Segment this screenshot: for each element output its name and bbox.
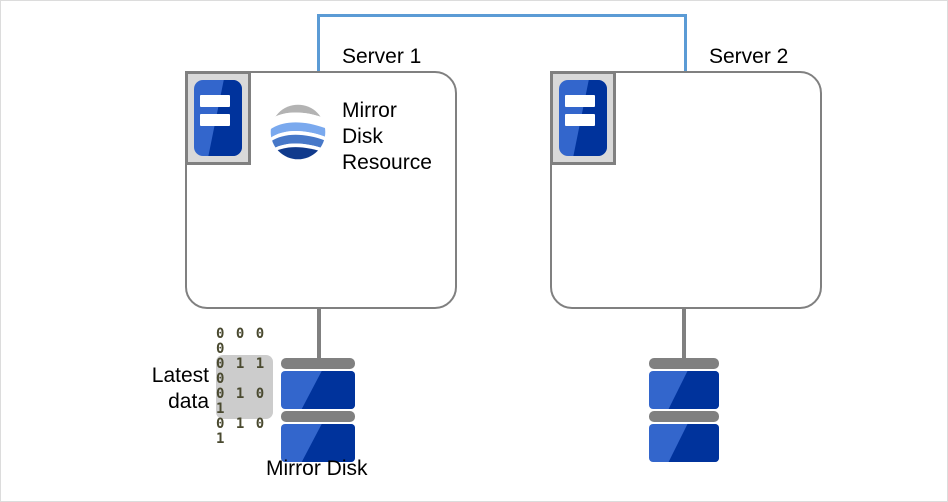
server-icon-bar-top [565,95,595,107]
binary-row-1: 0 1 1 0 [216,356,266,387]
server-2-disk-connector [682,309,686,362]
latest-data-label-line-1: Latest [151,364,209,387]
server-2-disk-icon [649,358,719,462]
interconnect-left-segment [317,14,320,72]
binary-row-2: 0 1 0 1 [216,386,266,417]
disk-platter-shadow [668,371,719,409]
disk-rail-top [649,358,719,369]
binary-row-0: 0 0 0 0 [216,326,266,357]
mirror-disk-caption: Mirror Disk [266,457,368,480]
server-icon-bar-bottom [565,114,595,126]
server-1-disk-icon [281,358,355,462]
server-1-disk-connector [317,309,321,362]
latest-data-label-line-2: data [168,390,209,413]
disk-platter-shadow [301,371,355,409]
disk-platter-bottom [649,424,719,462]
mirror-disk-resource-label-line-1: Mirror [342,99,397,122]
disk-platter-top [649,371,719,409]
server-1-title: Server 1 [342,45,422,68]
server-icon-bar-bottom [200,114,230,126]
interconnect-right-segment [684,14,687,72]
latest-data-binary-chip: 0 0 0 0 0 1 1 0 0 1 0 1 0 1 0 1 [216,327,273,447]
disk-platter-shadow-2 [668,424,719,462]
server-2-title: Server 2 [709,45,789,68]
disk-rail-top [281,358,355,369]
disk-platter-top [281,371,355,409]
server-1-icon [185,71,251,165]
disk-rail-middle [649,411,719,422]
server-icon-bar-top [200,95,230,107]
interconnect-top-segment [317,14,687,17]
mirror-disk-resource-globe-icon [267,101,329,163]
mirror-disk-resource-label-line-3: Resource [342,151,432,174]
disk-rail-middle [281,411,355,422]
disk-platter-bottom [281,424,355,462]
server-icon-body [559,80,607,156]
server-2-icon [550,71,616,165]
server-icon-body [194,80,242,156]
mirror-disk-resource-label-line-2: Disk [342,125,383,148]
latest-data-label: Latest data [130,363,209,415]
binary-row-3: 0 1 0 1 [216,416,266,447]
